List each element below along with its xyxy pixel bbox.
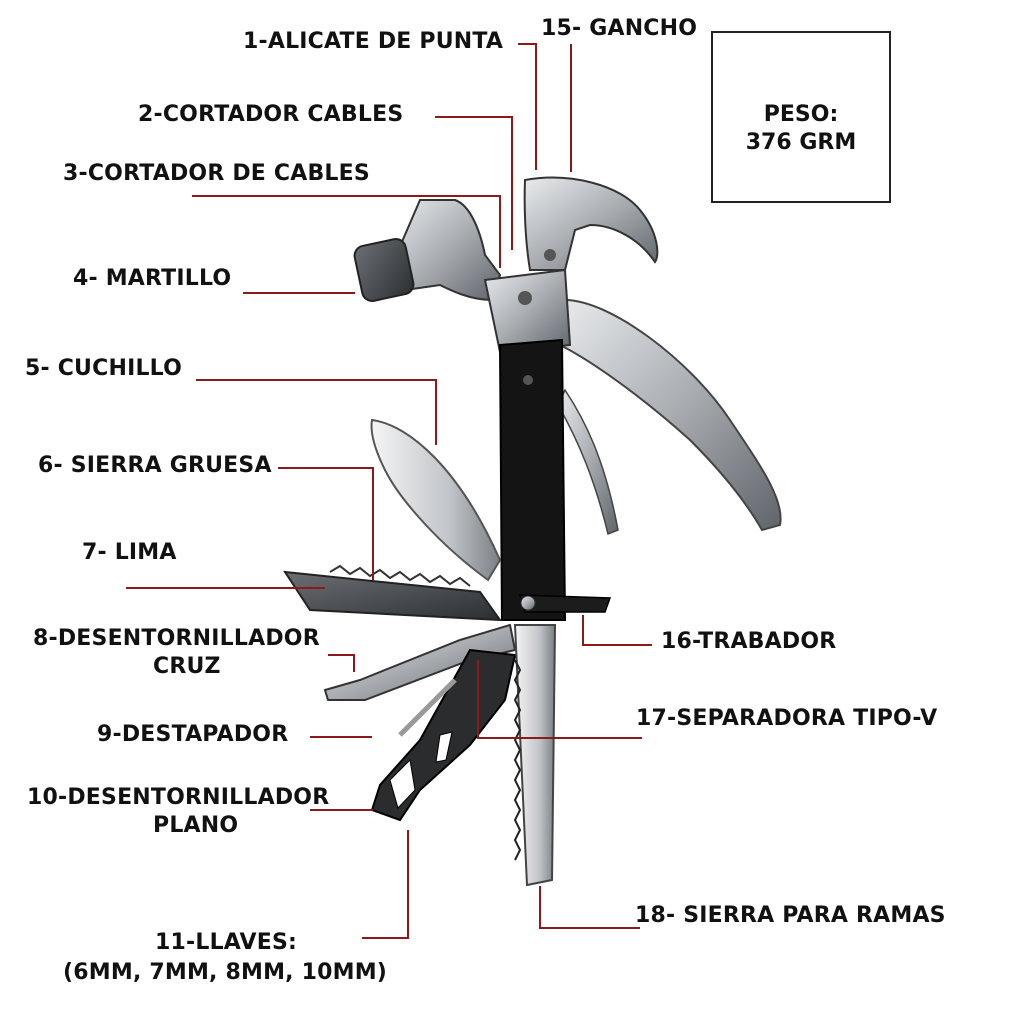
leader-5 xyxy=(196,379,437,445)
hammer-face xyxy=(353,238,415,302)
leader-2 xyxy=(435,116,513,250)
leader-16 xyxy=(582,615,652,646)
leader-6 xyxy=(278,467,374,580)
claw-hammer-head xyxy=(523,176,659,271)
label-17: 17-SEPARADORA TIPO-V xyxy=(636,706,938,731)
knife-blade xyxy=(370,418,502,582)
weight-value: 376 GRM xyxy=(745,130,857,155)
branch-saw xyxy=(513,624,557,887)
label-2: 2-CORTADOR CABLES xyxy=(138,102,404,127)
label-10: 10-DESENTORNILLADOR xyxy=(27,785,330,810)
label-5: 5- CUCHILLO xyxy=(25,356,183,381)
label-16: 16-TRABADOR xyxy=(661,629,837,654)
label-9: 9-DESTAPADOR xyxy=(97,722,289,747)
label-3: 3-CORTADOR DE CABLES xyxy=(63,161,370,186)
label-7: 7- LIMA xyxy=(82,540,177,565)
leader-17 xyxy=(477,660,642,739)
leader-3 xyxy=(192,195,501,268)
label-8-line2: CRUZ xyxy=(153,654,221,679)
label-11-line2: (6MM, 7MM, 8MM, 10MM) xyxy=(63,960,388,985)
pivot-plate xyxy=(483,268,572,354)
leader-8 xyxy=(328,654,355,672)
label-15: 15- GANCHO xyxy=(541,16,698,41)
coarse-saw xyxy=(283,570,503,622)
phillips-screwdriver xyxy=(323,623,517,701)
leader-18 xyxy=(539,886,640,929)
plier-handle xyxy=(558,298,782,532)
label-8: 8-DESENTORNILLADOR xyxy=(33,626,320,651)
leader-1 xyxy=(518,43,537,170)
weight-text: PESO: 376 GRM xyxy=(713,101,889,157)
label-6: 6- SIERRA GRUESA xyxy=(38,453,272,478)
label-4: 4- MARTILLO xyxy=(73,266,232,291)
label-18: 18- SIERRA PARA RAMAS xyxy=(635,903,946,928)
leader-11 xyxy=(362,830,409,939)
black-handle xyxy=(498,338,567,621)
lever-arm xyxy=(557,388,619,536)
label-1: 1-ALICATE DE PUNTA xyxy=(243,29,504,54)
label-10-line2: PLANO xyxy=(153,813,239,838)
weight-box: PESO: 376 GRM xyxy=(711,31,891,203)
label-11: 11-LLAVES: xyxy=(155,930,298,955)
weight-title: PESO: xyxy=(763,102,839,127)
